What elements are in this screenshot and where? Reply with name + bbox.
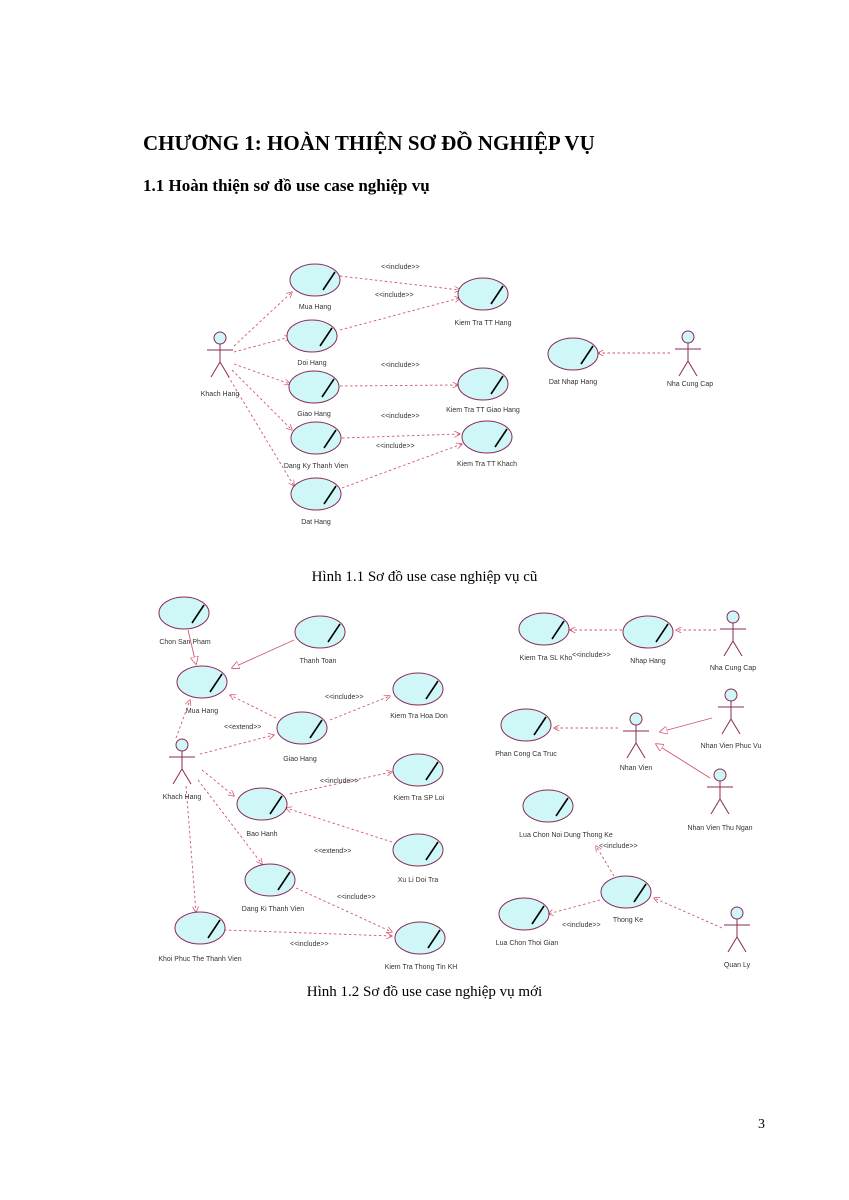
usecase-dang-ky-thanh-vien: Dang Ky Thanh Vien — [284, 421, 348, 470]
svg-text:Kiem Tra Hoa Don: Kiem Tra Hoa Don — [390, 713, 448, 720]
chapter-title: CHƯƠNG 1: HOÀN THIỆN SƠ ĐỒ NGHIỆP VỤ — [143, 131, 595, 155]
svg-text:Xu Li Doi Tra: Xu Li Doi Tra — [398, 877, 439, 884]
usecase-kiem-tra-sl-kho: Kiem Tra SL Kho — [518, 612, 573, 662]
relation-label: <<include>> — [375, 292, 414, 299]
relation-label: <<include>> — [376, 443, 415, 450]
section-title: 1.1 Hoàn thiện sơ đồ use case nghiệp vụ — [143, 176, 430, 195]
svg-text:Kiem Tra TT Giao Hang: Kiem Tra TT Giao Hang — [446, 407, 520, 414]
usecase-dat-hang: Dat Hang — [290, 477, 342, 526]
actor-nha-cung-cap: Nha Cung Cap — [667, 330, 713, 388]
svg-text:Nhap Hang: Nhap Hang — [630, 658, 666, 665]
usecase-nhap-hang: Nhap Hang — [622, 615, 674, 665]
usecase-chon-san-pham: Chon San Pham — [158, 596, 211, 646]
svg-text:Khach Hang: Khach Hang — [201, 391, 240, 398]
usecase-kiem-tra-sp-loi: Kiem Tra SP Loi — [392, 753, 445, 802]
usecase-khoi-phuc-the-thanh-vien: Khoi Phuc The Thanh Vien — [158, 911, 242, 963]
svg-text:Dang Ki Thanh Vien: Dang Ki Thanh Vien — [242, 906, 305, 913]
actor-nhan-vien-phuc-vu: Nhan Vien Phuc Vu — [701, 688, 762, 750]
actor-khach-hang: Khach Hang — [201, 331, 240, 398]
usecase-xu-li-doi-tra: Xu Li Doi Tra — [392, 833, 444, 884]
relation-label: <<include>> — [381, 264, 420, 271]
include-label: <<include>> — [562, 922, 601, 929]
usecase-kiem-tra-hoa-don: Kiem Tra Hoa Don — [390, 672, 448, 720]
usecase-kiem-tra-tt-khach: Kiem Tra TT Khach — [457, 420, 517, 468]
include-label: <<include>> — [325, 694, 364, 701]
svg-text:Bao Hanh: Bao Hanh — [246, 831, 277, 838]
usecase-doi-hang: Doi Hang — [286, 319, 338, 367]
include-label: <<include>> — [572, 652, 611, 659]
actor-khach-hang: Khach Hang — [163, 738, 202, 801]
svg-text:Mua Hang: Mua Hang — [299, 304, 331, 311]
usecase-mua-hang: Mua Hang — [289, 263, 341, 311]
usecase-bao-hanh: Bao Hanh — [236, 787, 288, 838]
svg-text:Thanh Toan: Thanh Toan — [300, 658, 337, 665]
svg-text:Mua Hang: Mua Hang — [186, 708, 218, 715]
svg-text:Nhan Vien: Nhan Vien — [620, 765, 653, 772]
usecase-thong-ke: Thong Ke — [600, 875, 652, 924]
svg-text:Nhan Vien Thu Ngan: Nhan Vien Thu Ngan — [687, 825, 752, 832]
new-use-case-diagram: <<include>> <<extend>> <<include>> <<ext… — [158, 596, 762, 971]
svg-text:Lua Chon Thoi Gian: Lua Chon Thoi Gian — [496, 940, 559, 947]
usecase-dang-ki-thanh-vien: Dang Ki Thanh Vien — [242, 863, 305, 913]
actor-nhan-vien-thu-ngan: Nhan Vien Thu Ngan — [687, 768, 753, 832]
svg-text:Quan Ly: Quan Ly — [724, 962, 751, 969]
svg-text:Nhan Vien Phuc Vu: Nhan Vien Phuc Vu — [701, 743, 762, 750]
include-label: <<include>> — [337, 894, 376, 901]
actor-nhan-vien: Nhan Vien — [620, 712, 653, 772]
svg-text:Dat Hang: Dat Hang — [301, 519, 331, 526]
figure-caption-1: Hình 1.1 Sơ đồ use case nghiệp vụ cũ — [311, 569, 538, 585]
usecase-dat-nhap-hang: Dat Nhap Hang — [547, 337, 599, 386]
svg-text:Giao Hang: Giao Hang — [297, 411, 331, 418]
include-label: <<include>> — [290, 941, 329, 948]
svg-text:Thong Ke: Thong Ke — [613, 917, 643, 924]
relation-label: <<include>> — [381, 362, 420, 369]
include-label: <<include>> — [320, 778, 359, 785]
relation-label: <<include>> — [381, 413, 420, 420]
usecase-lua-chon-noi-dung-thong-ke: Lua Chon Noi Dung Thong Ke — [519, 789, 613, 839]
actor-nha-cung-cap: Nha Cung Cap — [710, 610, 756, 672]
old-use-case-diagram: <<include>> <<include>> <<include>> <<in… — [201, 263, 713, 526]
usecase-lua-chon-thoi-gian: Lua Chon Thoi Gian — [496, 897, 559, 947]
svg-text:Dat Nhap Hang: Dat Nhap Hang — [549, 379, 597, 386]
usecase-kiem-tra-tt-giao-hang: Kiem Tra TT Giao Hang — [446, 367, 520, 414]
extend-label: <<extend>> — [224, 724, 261, 731]
svg-text:Giao Hang: Giao Hang — [283, 756, 317, 763]
svg-text:Kiem Tra SL Kho: Kiem Tra SL Kho — [520, 655, 573, 662]
usecase-giao-hang: Giao Hang — [276, 711, 328, 763]
usecase-giao-hang: Giao Hang — [288, 370, 340, 418]
svg-text:Kiem Tra TT Khach: Kiem Tra TT Khach — [457, 461, 517, 468]
include-label: <<include>> — [599, 843, 638, 850]
svg-text:Kiem Tra SP Loi: Kiem Tra SP Loi — [394, 795, 445, 802]
figure-caption-2: Hình 1.2 Sơ đồ use case nghiệp vụ mới — [306, 984, 543, 1000]
page-number: 3 — [758, 1117, 765, 1132]
svg-text:Nha Cung Cap: Nha Cung Cap — [667, 381, 713, 388]
svg-text:Nha Cung Cap: Nha Cung Cap — [710, 665, 756, 672]
svg-text:Doi Hang: Doi Hang — [297, 360, 326, 367]
usecase-phan-cong-ca-truc: Phan Cong Ca Truc — [495, 708, 557, 758]
svg-text:Khach Hang: Khach Hang — [163, 794, 202, 801]
usecase-thanh-toan: Thanh Toan — [294, 615, 346, 665]
svg-text:Khoi Phuc The Thanh Vien: Khoi Phuc The Thanh Vien — [158, 956, 241, 963]
usecase-mua-hang: Mua Hang — [176, 665, 228, 715]
svg-text:Lua Chon Noi Dung Thong Ke: Lua Chon Noi Dung Thong Ke — [519, 832, 613, 839]
extend-label: <<extend>> — [314, 848, 351, 855]
svg-text:Kiem Tra Thong Tin KH: Kiem Tra Thong Tin KH — [385, 964, 458, 971]
actor-quan-ly: Quan Ly — [723, 906, 751, 969]
svg-text:Chon San Pham: Chon San Pham — [159, 639, 211, 646]
usecase-kiem-tra-tt-hang: Kiem Tra TT Hang — [455, 277, 512, 327]
usecase-kiem-tra-thong-tin-kh: Kiem Tra Thong Tin KH — [385, 921, 458, 971]
svg-text:Dang Ky Thanh Vien: Dang Ky Thanh Vien — [284, 463, 348, 470]
svg-text:Kiem Tra TT Hang: Kiem Tra TT Hang — [455, 320, 512, 327]
svg-text:Phan Cong Ca Truc: Phan Cong Ca Truc — [495, 751, 557, 758]
